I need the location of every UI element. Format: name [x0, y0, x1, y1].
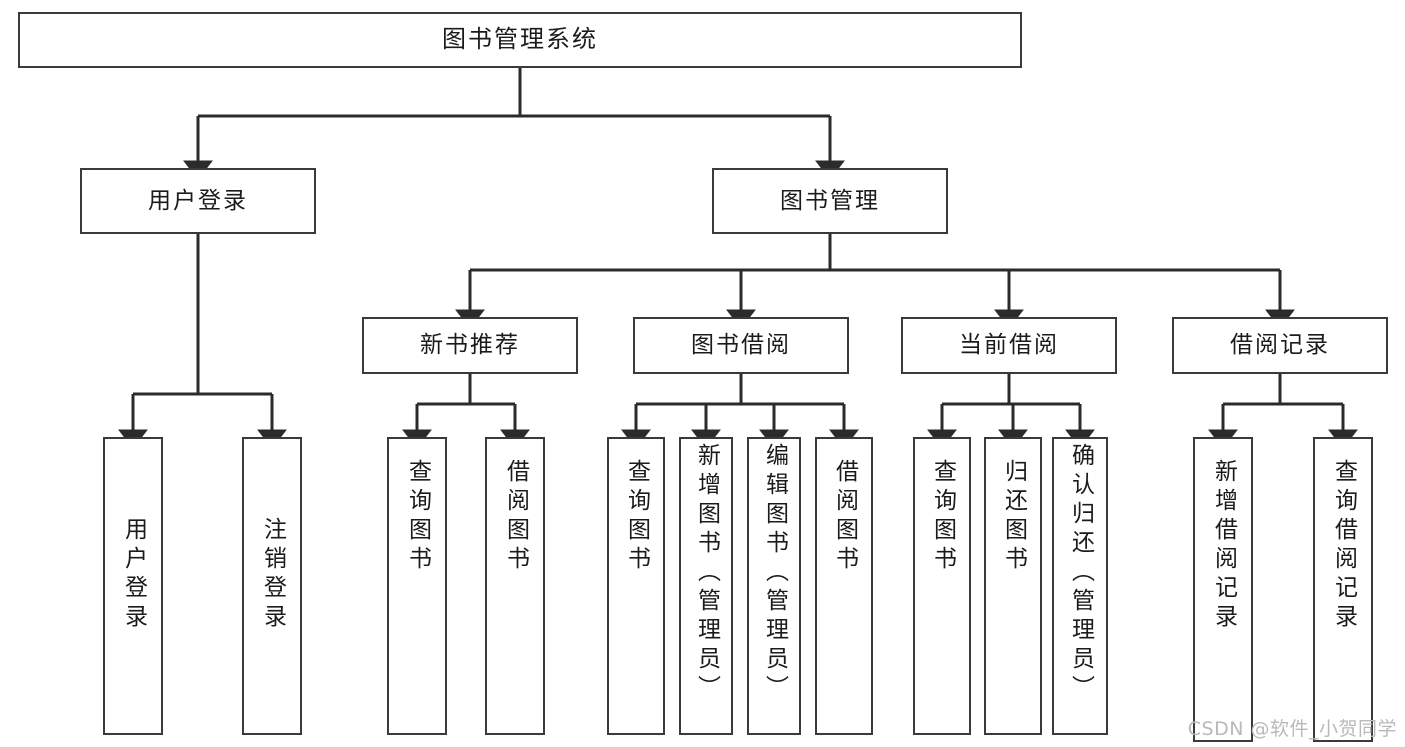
node-leaf-add-borrow-record[interactable]: 新增借阅记录 — [1193, 437, 1253, 742]
node-book-manage-label: 图书管理 — [780, 187, 880, 214]
node-leaf-add-book-admin[interactable]: 新增图书（管理员） — [679, 437, 733, 735]
node-leaf-borrow-book-2-label: 借阅图书 — [831, 459, 858, 575]
node-book-borrow-label: 图书借阅 — [691, 332, 791, 359]
node-leaf-query-book-3[interactable]: 查询图书 — [913, 437, 971, 735]
node-leaf-query-book-1[interactable]: 查询图书 — [387, 437, 447, 735]
node-borrow-record-label: 借阅记录 — [1230, 332, 1330, 359]
node-leaf-confirm-return-admin-label: 确认归还（管理员） — [1067, 443, 1094, 704]
node-leaf-borrow-book-2[interactable]: 借阅图书 — [815, 437, 873, 735]
node-root[interactable]: 图书管理系统 — [18, 12, 1022, 68]
node-root-label: 图书管理系统 — [442, 25, 598, 54]
node-leaf-add-borrow-record-label: 新增借阅记录 — [1210, 459, 1237, 633]
node-leaf-edit-book-admin[interactable]: 编辑图书（管理员） — [747, 437, 801, 735]
node-current-borrow[interactable]: 当前借阅 — [901, 317, 1117, 374]
node-leaf-edit-book-admin-label: 编辑图书（管理员） — [761, 443, 788, 704]
node-new-book-recommend[interactable]: 新书推荐 — [362, 317, 578, 374]
node-leaf-confirm-return-admin[interactable]: 确认归还（管理员） — [1052, 437, 1108, 735]
node-leaf-query-book-2[interactable]: 查询图书 — [607, 437, 665, 735]
node-leaf-query-borrow-record[interactable]: 查询借阅记录 — [1313, 437, 1373, 742]
node-leaf-logout[interactable]: 注销登录 — [242, 437, 302, 735]
node-user-login-label: 用户登录 — [148, 187, 248, 214]
node-leaf-query-book-2-label: 查询图书 — [623, 459, 650, 575]
node-book-borrow[interactable]: 图书借阅 — [633, 317, 849, 374]
node-leaf-query-book-1-label: 查询图书 — [404, 459, 431, 575]
node-current-borrow-label: 当前借阅 — [959, 332, 1059, 359]
node-leaf-user-login[interactable]: 用户登录 — [103, 437, 163, 735]
node-leaf-borrow-book-1[interactable]: 借阅图书 — [485, 437, 545, 735]
node-borrow-record[interactable]: 借阅记录 — [1172, 317, 1388, 374]
node-leaf-return-book-label: 归还图书 — [1000, 459, 1027, 575]
node-leaf-query-book-3-label: 查询图书 — [929, 459, 956, 575]
node-leaf-borrow-book-1-label: 借阅图书 — [502, 459, 529, 575]
node-leaf-return-book[interactable]: 归还图书 — [984, 437, 1042, 735]
node-book-manage[interactable]: 图书管理 — [712, 168, 948, 234]
node-new-book-recommend-label: 新书推荐 — [420, 332, 520, 359]
node-leaf-add-book-admin-label: 新增图书（管理员） — [693, 443, 720, 704]
node-user-login[interactable]: 用户登录 — [80, 168, 316, 234]
node-leaf-query-borrow-record-label: 查询借阅记录 — [1330, 459, 1357, 633]
node-leaf-logout-label: 注销登录 — [259, 517, 286, 633]
node-leaf-user-login-label: 用户登录 — [120, 517, 147, 633]
